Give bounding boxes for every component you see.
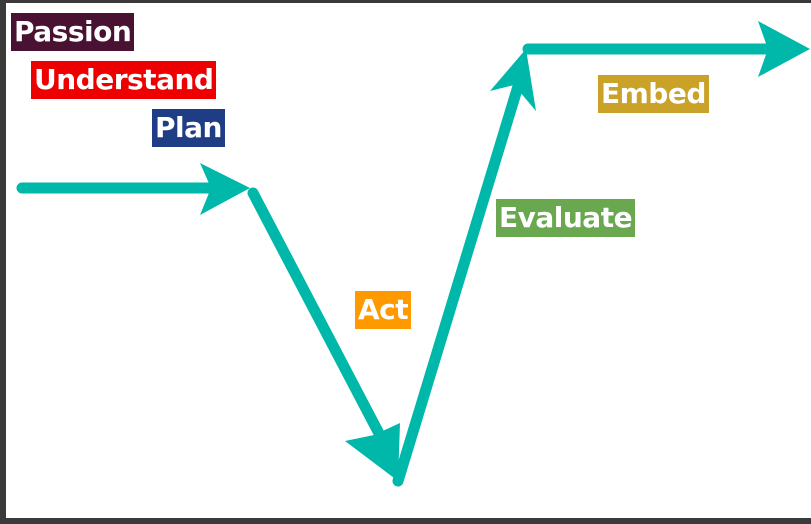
arrow-segment-down bbox=[247, 187, 390, 449]
label-embed: Embed bbox=[598, 75, 709, 113]
label-evaluate: Evaluate bbox=[496, 199, 636, 237]
arrowhead-down bbox=[345, 423, 400, 481]
label-act: Act bbox=[355, 291, 412, 329]
change-curve-arrows bbox=[16, 21, 810, 487]
arrow-segment-up bbox=[392, 77, 525, 487]
label-passion: Passion bbox=[11, 13, 135, 51]
arrowhead-up bbox=[490, 49, 536, 111]
label-understand: Understand bbox=[31, 61, 217, 99]
arrowhead-start bbox=[200, 163, 250, 215]
arrowhead-end bbox=[758, 21, 810, 77]
label-plan: Plan bbox=[152, 109, 225, 147]
change-curve-diagram: Passion Understand Plan Act Evaluate Emb… bbox=[6, 3, 811, 518]
